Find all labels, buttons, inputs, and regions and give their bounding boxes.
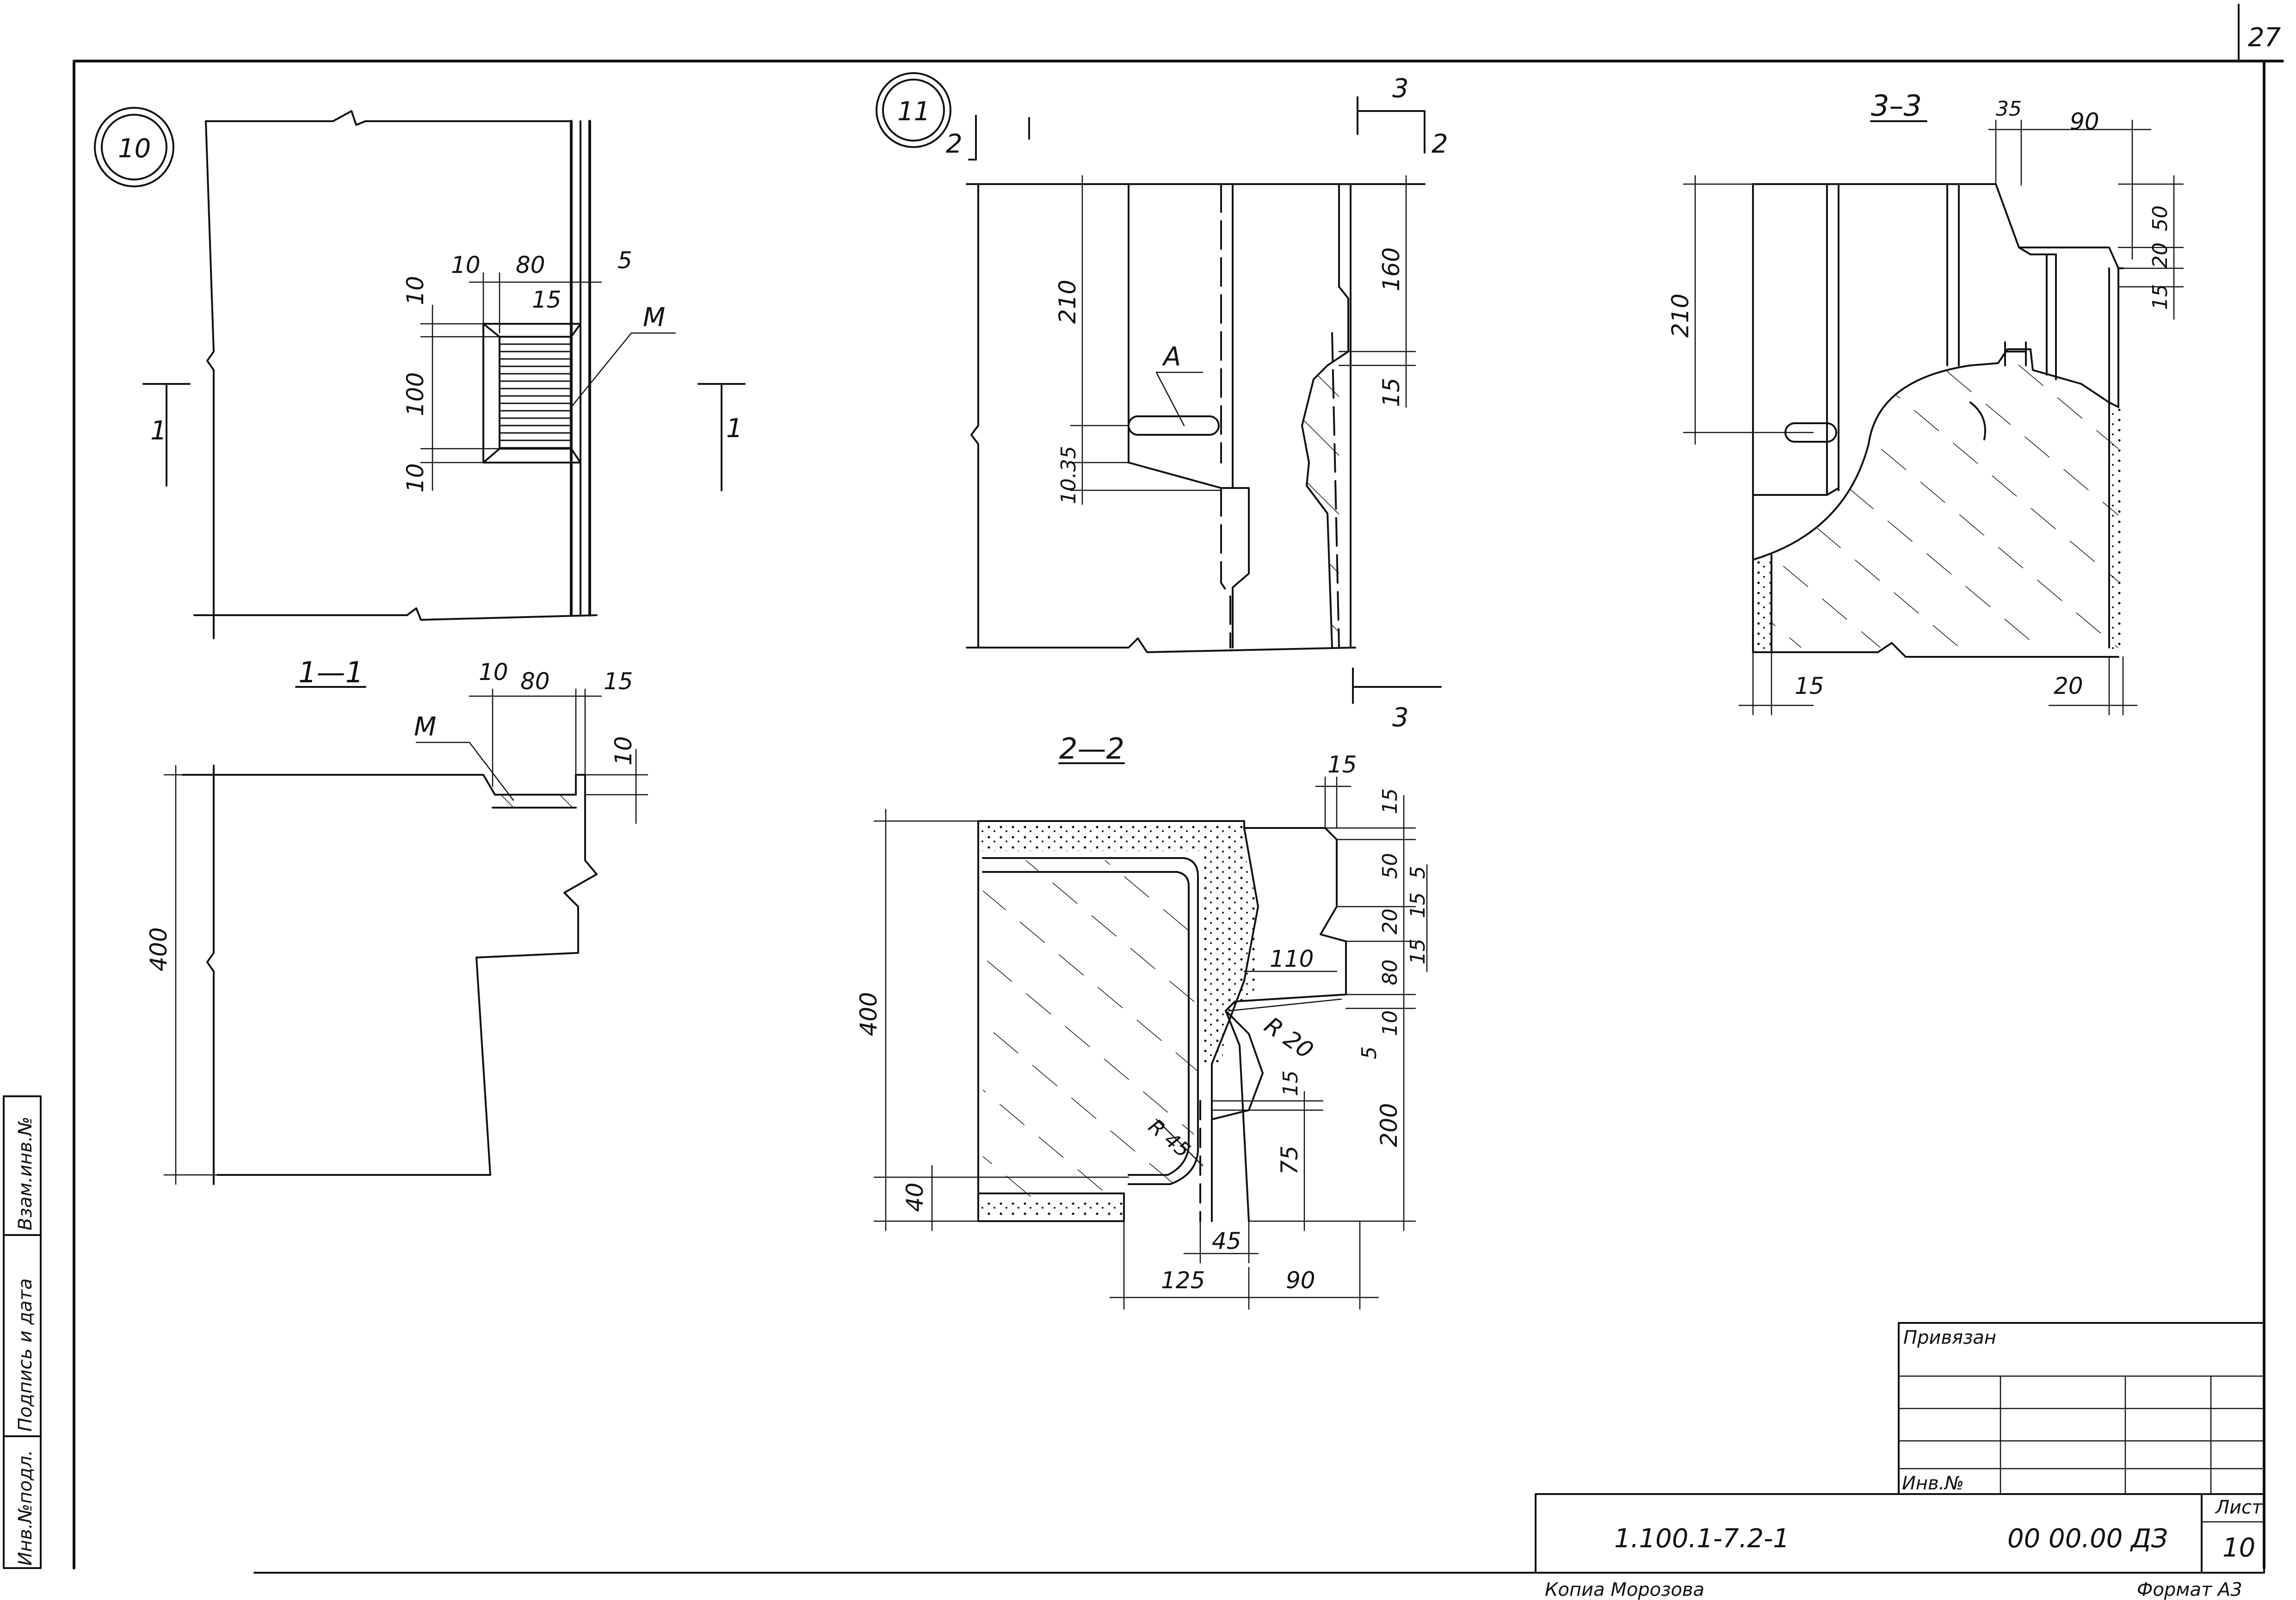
s22-dotted-bottom (978, 1203, 1124, 1217)
list-label: Лист (2215, 1497, 2263, 1518)
detail-10: 10 10 80 5 15 10 100 10 М (94, 107, 746, 639)
s22-d400: 400 (855, 992, 882, 1036)
material-m-label: М (643, 303, 665, 333)
section-1-1-title: 1—1 (298, 655, 364, 689)
d11-d10-35: 10.35 (1057, 446, 1080, 504)
d10-dim-top: 10 (451, 252, 481, 278)
s11-d15: 15 (604, 668, 633, 695)
s33-d15-bottom: 15 (1795, 673, 1824, 699)
s11-d10-vertical: 10 (610, 736, 637, 766)
s22-hatched-core (983, 860, 1198, 1198)
s22-d110: 110 (1270, 945, 1314, 972)
sheet-frame (73, 4, 2284, 1574)
s33-d20-bottom: 20 (2054, 673, 2083, 699)
section-2-2-title: 2—2 (1059, 732, 1124, 766)
s22-d5-mid: 5 (1358, 1046, 1381, 1059)
strip-sign-date: Подпись и дата (15, 1279, 36, 1432)
detail-11-hatch (1302, 352, 1339, 648)
section-1-1-material (493, 795, 576, 808)
s22-d15-small: 15 (1279, 1070, 1302, 1096)
s22-d75: 75 (1276, 1145, 1303, 1175)
detail-11-callout: 11 (897, 97, 930, 127)
s22-d15-top: 15 (1378, 788, 1402, 814)
section-mark-2-right: 2 (1432, 129, 1448, 159)
detail-10-callout: 10 (118, 134, 151, 164)
s11-d80: 80 (520, 668, 550, 695)
s33-d20: 20 (2148, 242, 2172, 268)
d11-d160: 160 (1378, 247, 1405, 291)
s22-d125: 125 (1161, 1267, 1205, 1294)
left-stamp-strip: Взам.инв.№ Подпись и дата Инв.№подл. (3, 1095, 42, 1569)
section-mark-1-right: 1 (726, 414, 743, 444)
material-m-fill (500, 337, 571, 449)
detail-11: 11 2 3 2 А 210 10.35 (876, 72, 1448, 733)
s33-hatched-body (1771, 354, 2118, 657)
s33-dotted-right (2109, 402, 2123, 652)
s11-material-m-label: М (414, 712, 436, 742)
s22-dotted-right (1203, 851, 1258, 1064)
s22-d15-mid-b: 15 (1406, 939, 1430, 964)
s22-d15-mid-a: 15 (1406, 892, 1430, 918)
s11-d10: 10 (479, 659, 508, 686)
d100-dim-left: 100 (402, 372, 429, 416)
d11-d15: 15 (1378, 377, 1405, 407)
section-3-3-title: 3–3 (1871, 89, 1922, 123)
format-label: Формат А3 (2137, 1579, 2242, 1600)
list-number: 10 (2222, 1533, 2255, 1563)
s33-d50: 50 (2148, 205, 2172, 231)
d15-dim-top: 15 (532, 286, 562, 313)
strip-inv-podl: Инв.№подл. (15, 1450, 36, 1566)
doc-mark: 00 00.00 ДЗ (2007, 1524, 2168, 1554)
s22-d10: 10 (1378, 1010, 1402, 1036)
d10-dim-left-a: 10 (402, 276, 429, 305)
d5-dim-top: 5 (617, 247, 632, 274)
doc-code: 1.100.1-7.2-1 (1614, 1524, 1790, 1554)
title-block: Привязан Инв.№ 1.100.1-7.2-1 00 00.00 ДЗ… (1535, 1322, 2265, 1600)
s22-d90: 90 (1286, 1267, 1315, 1294)
strip-vzam-inv: Взам.инв.№ (15, 1117, 36, 1230)
s33-dotted-left (1753, 555, 1771, 652)
s22-dotted-top (978, 821, 1244, 851)
inv-no-label: Инв.№ (1902, 1473, 1964, 1494)
s33-d90: 90 (2070, 108, 2099, 135)
section-1-1: 1—1 10 80 15 10 400 М (145, 655, 648, 1185)
s33-d15: 15 (2148, 284, 2172, 310)
s33-d35: 35 (1996, 97, 2022, 121)
s22-r20: R 20 (1259, 1012, 1318, 1064)
s22-d50: 50 (1378, 853, 1402, 879)
section-mark-3-bottom: 3 (1392, 703, 1409, 733)
section-3-3: 3–3 35 90 (1667, 89, 2184, 716)
binding-note: Привязан (1903, 1327, 1996, 1348)
s22-d80: 80 (1378, 959, 1402, 985)
s11-d400: 400 (145, 927, 172, 971)
section-2-2: 2—2 R 45 15 50 20 8 (855, 732, 1430, 1310)
d11-d210: 210 (1054, 280, 1081, 324)
s22-d15-horizontal: 15 (1327, 751, 1357, 778)
section-mark-2-left: 2 (946, 129, 963, 159)
section-mark-1-left: 1 (150, 416, 167, 446)
s22-d200: 200 (1376, 1103, 1402, 1147)
s22-d5-top: 5 (1406, 866, 1430, 879)
copied-by: Копиа Морозова (1545, 1579, 1704, 1600)
section-mark-3-top: 3 (1392, 74, 1409, 104)
d10-dim-left-b: 10 (402, 463, 429, 493)
s22-d20: 20 (1378, 908, 1402, 934)
d80-dim-top: 80 (516, 252, 545, 278)
s22-d45: 45 (1212, 1228, 1241, 1254)
page-number: 27 (2248, 23, 2281, 53)
s22-d40: 40 (901, 1182, 928, 1212)
label-a: А (1162, 342, 1181, 372)
s33-d210: 210 (1667, 294, 1694, 338)
